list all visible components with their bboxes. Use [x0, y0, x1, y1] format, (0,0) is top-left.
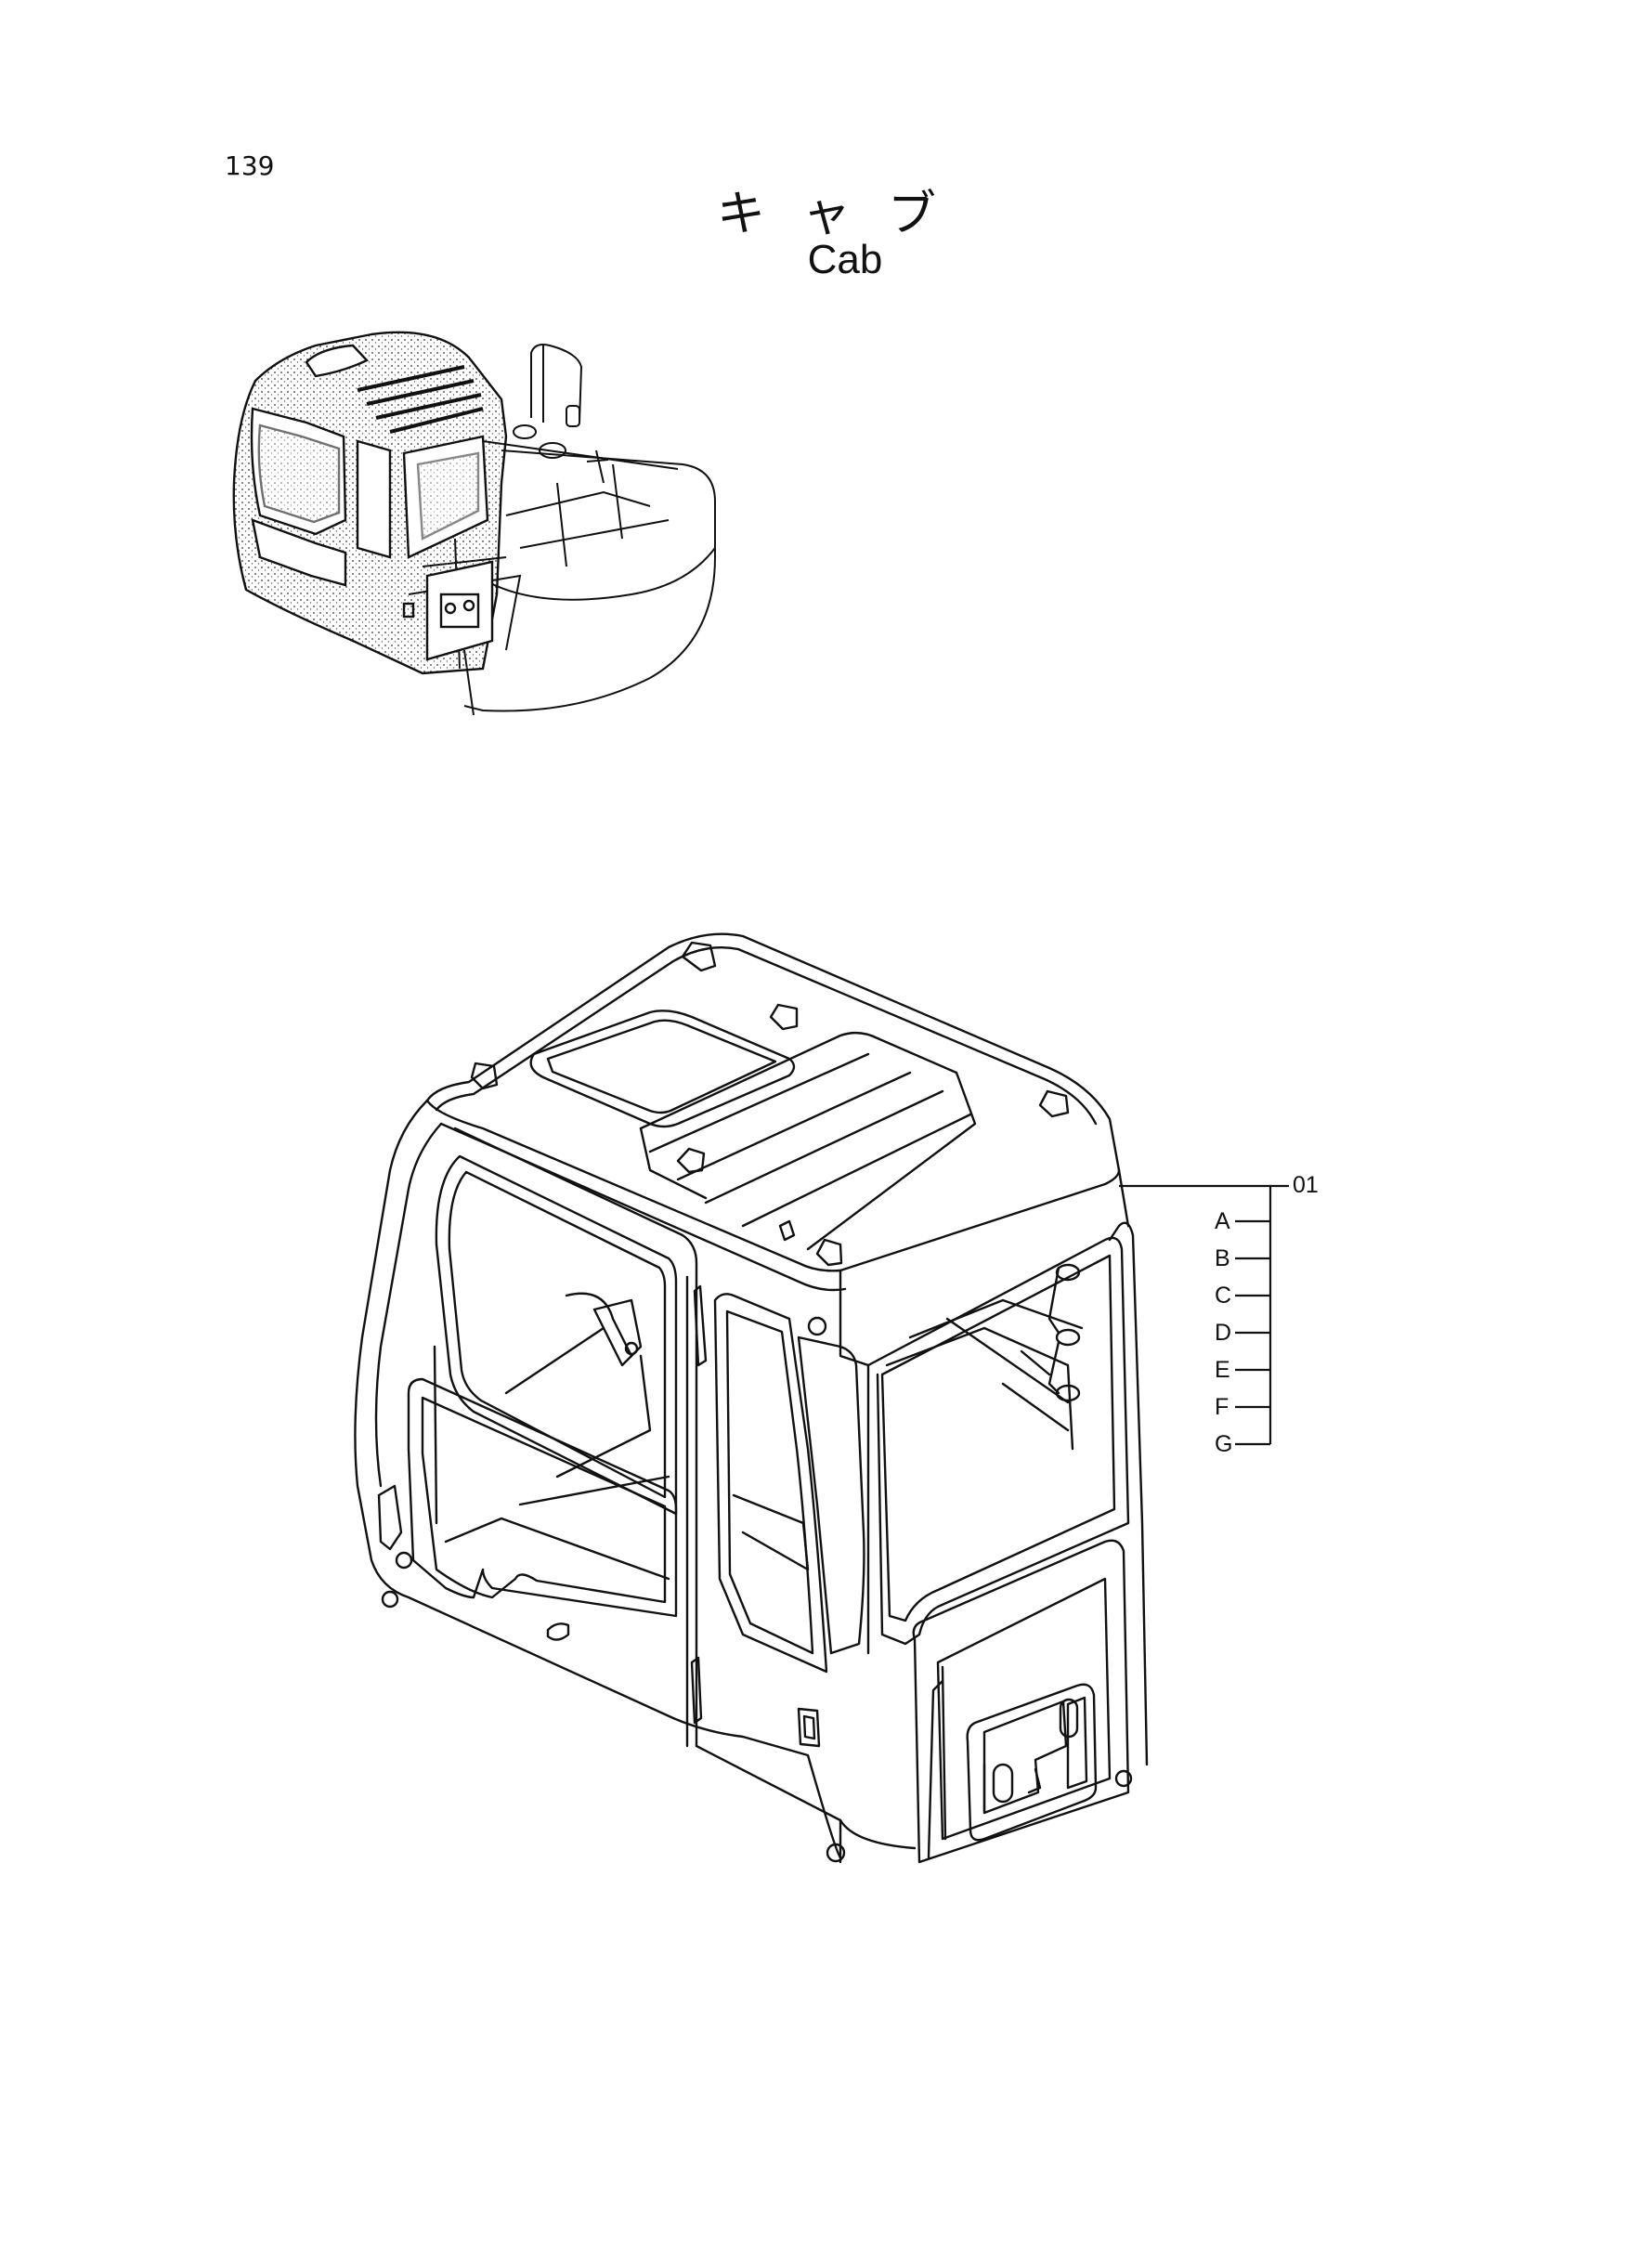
- overview-cab: [232, 331, 508, 675]
- callout-sublabel-b: B: [1215, 1245, 1230, 1271]
- title-japanese: キャブ: [716, 187, 973, 242]
- title-english: Cab: [807, 237, 883, 282]
- callout-lines: [1119, 1184, 1289, 1446]
- callout-sublabel-d: D: [1215, 1320, 1232, 1346]
- callout-sublabel-f: F: [1215, 1394, 1229, 1420]
- page-number: 139: [225, 150, 275, 181]
- overview-machine: [408, 344, 716, 716]
- main-cab-drawing: [354, 932, 1149, 1864]
- callout-sublabel-g: G: [1215, 1431, 1233, 1457]
- callout-sublabel-a: A: [1215, 1208, 1230, 1234]
- callout-sublabel-e: E: [1215, 1357, 1230, 1383]
- callout-sublabel-c: C: [1215, 1283, 1232, 1309]
- callout-label-01: 01: [1293, 1172, 1319, 1198]
